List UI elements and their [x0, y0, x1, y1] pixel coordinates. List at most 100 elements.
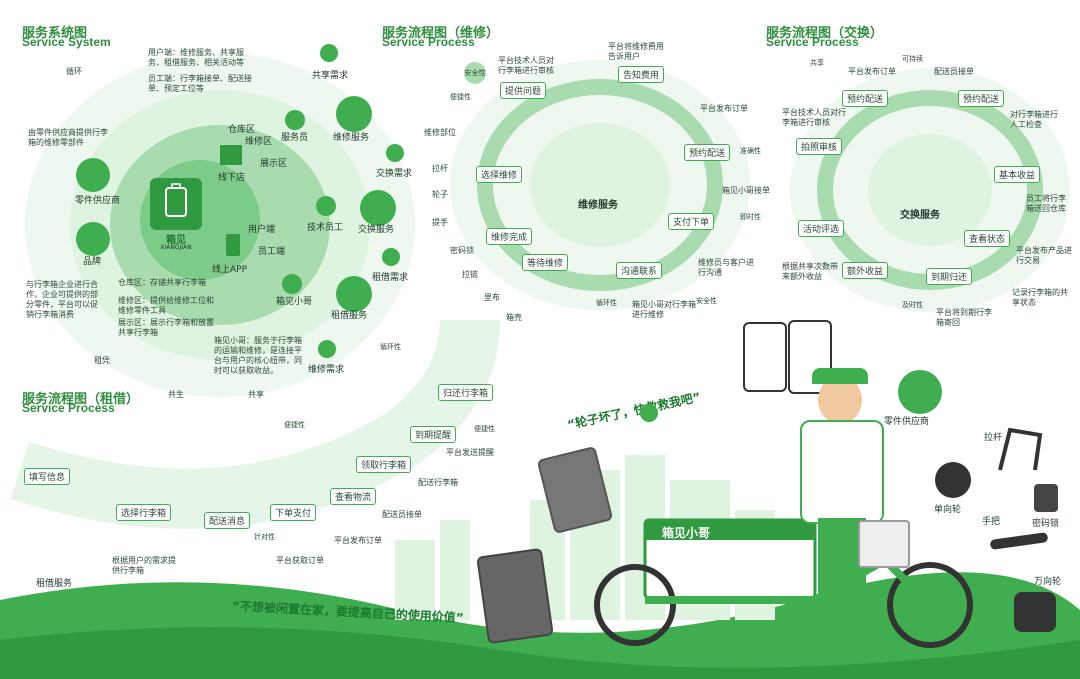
note-repair-zone: 维修区：提供给维修工位和维修零件工具 [118, 296, 214, 315]
single-wheel-icon [935, 462, 971, 498]
note-brand: 与行李箱企业进行合作，企业可提供的部分零件，平台可以促销行李箱消费 [26, 280, 98, 319]
note-staff: 员工端：行李箱接单、配送接单、预定工位等 [148, 74, 252, 93]
share-icon [320, 44, 338, 62]
crown-icon [76, 222, 110, 256]
note-zones: 仓库区：存储共享行李箱 [118, 278, 206, 287]
ring-accurate: 准确性 [740, 147, 761, 155]
note-courier: 箱见小哥：服务于行李箱的运输和维修，是连接平台与用户的核心纽带，同时可以获取收益… [214, 336, 302, 375]
exchange-title-cn: 服务流程图（交换） [766, 26, 884, 41]
phone-screen-2 [788, 320, 832, 394]
repair-title-cn: 服务流程图（维修） [382, 26, 500, 41]
brand-name: 箱见 [166, 235, 186, 246]
ring-loop: 循环 [66, 67, 82, 76]
sad-face-icon [640, 404, 658, 422]
exchange-step-extra: 根据共享次数带来额外收益 [782, 262, 838, 281]
repair-title-en: Service Process [382, 35, 475, 49]
exchange-service: 交换服务 [358, 225, 395, 235]
staff-end: 员工端 [258, 247, 286, 257]
ring-share: 共享 [248, 390, 264, 399]
ring-coexist: 共生 [168, 390, 184, 399]
part-2: 提手 [432, 218, 448, 227]
ring-cycle: 循环性 [380, 343, 401, 351]
repair-rings [450, 60, 750, 310]
courier-body [800, 420, 884, 524]
part-5: 里布 [484, 293, 500, 302]
cargo-bike [594, 518, 973, 648]
gear-person-icon [336, 96, 372, 132]
tag-pickup: 领取行李箱 [356, 456, 412, 473]
part-grip: 手把 [982, 517, 1001, 527]
rental-center: 租借服务 [36, 579, 73, 589]
exchange-step-trade: 平台发布产品进行交易 [1016, 246, 1072, 265]
part-1: 轮子 [432, 190, 448, 199]
rent-demand: 租借需求 [372, 273, 409, 283]
exchange-step-publish: 平台发布订单 [848, 67, 896, 76]
tag-return: 归还行李箱 [438, 384, 494, 401]
ring-timely: 即时性 [740, 213, 761, 221]
ring-safe-2: 安全性 [696, 297, 717, 305]
tag-remind: 到期提醒 [410, 426, 457, 443]
exchange-step-mailback: 平台将到期行李箱寄回 [936, 308, 992, 327]
ring-safe: 安全性 [464, 62, 486, 84]
rental-step-order: 平台获取订单 [276, 556, 324, 565]
tag-review: 拍照审核 [796, 138, 843, 155]
ring-convenient: 便捷性 [450, 93, 471, 101]
tag-communicate: 沟通联系 [616, 262, 663, 279]
note-supplier: 由零件供应商提供行李箱的维修零部件 [28, 128, 108, 147]
courier-icon [282, 274, 302, 294]
tag-basic: 基本收益 [994, 166, 1041, 183]
scene-supplier: 零件供应商 [884, 417, 930, 427]
idle-suitcase [476, 547, 554, 645]
repair-step-courier: 箱见小哥接单 [722, 186, 770, 195]
warehouse-label: 仓库区 [228, 125, 256, 135]
repair-service: 维修服务 [333, 133, 370, 143]
brand-name-en: XIANGJIAN [160, 244, 192, 251]
phone-screen-1 [743, 322, 787, 392]
system-title-en: Service System [22, 35, 111, 49]
repair-step-communicate: 维修员与客户进行沟通 [698, 258, 754, 277]
angry-face-icon [212, 600, 230, 618]
tag-status: 查看状态 [964, 230, 1011, 247]
rent-icon [336, 276, 372, 312]
part-6: 箱壳 [506, 313, 522, 322]
phone-icon [226, 234, 240, 256]
person-icon [386, 144, 404, 162]
rental-step-remind: 平台发送提醒 [446, 448, 494, 457]
online-app: 线上APP [212, 265, 248, 275]
exchange-demand: 交换需求 [376, 169, 413, 179]
ring-share: 共享 [810, 59, 824, 67]
ring-cycle: 循环性 [596, 299, 617, 307]
person-icon [318, 340, 336, 358]
tech-staff: 技术员工 [307, 223, 344, 233]
tag-event: 活动评选 [798, 220, 845, 237]
part-4: 拉链 [462, 270, 478, 279]
share-demand: 共享需求 [312, 71, 349, 81]
rental-step-deliver: 配送行李箱 [418, 478, 458, 487]
part-0: 拉杆 [432, 164, 448, 173]
note-platform: 用户端：维修服务、共享服务、租借服务、相关活动等 [148, 48, 244, 67]
tag-expire: 到期归还 [926, 268, 973, 285]
courier-cap [812, 368, 868, 384]
toolbox [858, 520, 910, 568]
ring-convenient: 便捷性 [284, 421, 305, 429]
lock-icon [1034, 484, 1058, 512]
rental-step-publish: 平台发布订单 [334, 536, 382, 545]
user-end: 用户端 [248, 225, 276, 235]
repair-step-review: 平台技术人员对行李箱进行审核 [498, 56, 554, 75]
tag-delivery: 预约配送 [684, 144, 731, 161]
service-staff: 服务员 [281, 133, 309, 143]
part-lock: 密码锁 [1032, 519, 1060, 529]
person-icon [382, 248, 400, 266]
repair-step-fix: 箱见小哥对行李箱进行维修 [632, 300, 696, 319]
swivel-wheel-icon [1014, 592, 1056, 632]
tag-book-2: 预约配送 [958, 90, 1005, 107]
repair-zone-label: 维修区 [245, 137, 273, 147]
rental-title-cn: 服务流程图（租借） [22, 392, 140, 407]
cart-brand: 箱见小哥 [662, 526, 711, 540]
exchange-step-courier: 配送员接单 [934, 67, 974, 76]
tag-choose-case: 选择行李箱 [116, 504, 172, 521]
handle-icon [998, 427, 1043, 471]
part-3: 密码锁 [450, 246, 474, 255]
supplier-label: 零件供应商 [75, 196, 121, 206]
repair-center: 维修服务 [578, 200, 618, 211]
